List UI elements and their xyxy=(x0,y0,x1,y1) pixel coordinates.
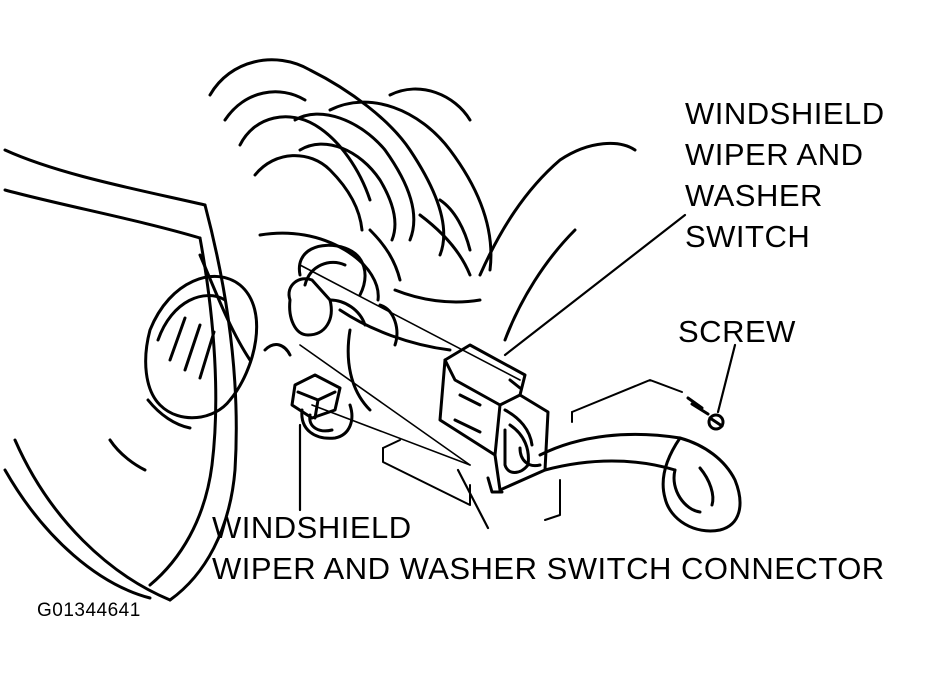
steering-wheel xyxy=(5,150,250,600)
label-wiper-switch-line2: WIPER AND xyxy=(685,137,864,172)
screw xyxy=(688,398,723,429)
label-screw: SCREW xyxy=(678,314,796,349)
switch-connector xyxy=(292,375,352,438)
alignment-lines xyxy=(300,265,520,465)
label-wiper-switch-line4: SWITCH xyxy=(685,219,811,254)
figure-id: G01344641 xyxy=(37,600,141,621)
steering-hub xyxy=(110,276,257,470)
label-connector-line1: WINDSHIELD xyxy=(212,510,412,545)
label-wiper-switch-line3: WASHER xyxy=(685,178,823,213)
leader-lines xyxy=(300,215,735,528)
harness xyxy=(265,245,397,410)
instrument-panel xyxy=(210,60,491,280)
label-connector-line2: WIPER AND WASHER SWITCH CONNECTOR xyxy=(212,551,885,586)
column-shroud xyxy=(260,143,635,350)
wiper-lever xyxy=(540,434,740,531)
label-wiper-switch-line1: WINDSHIELD xyxy=(685,96,885,131)
